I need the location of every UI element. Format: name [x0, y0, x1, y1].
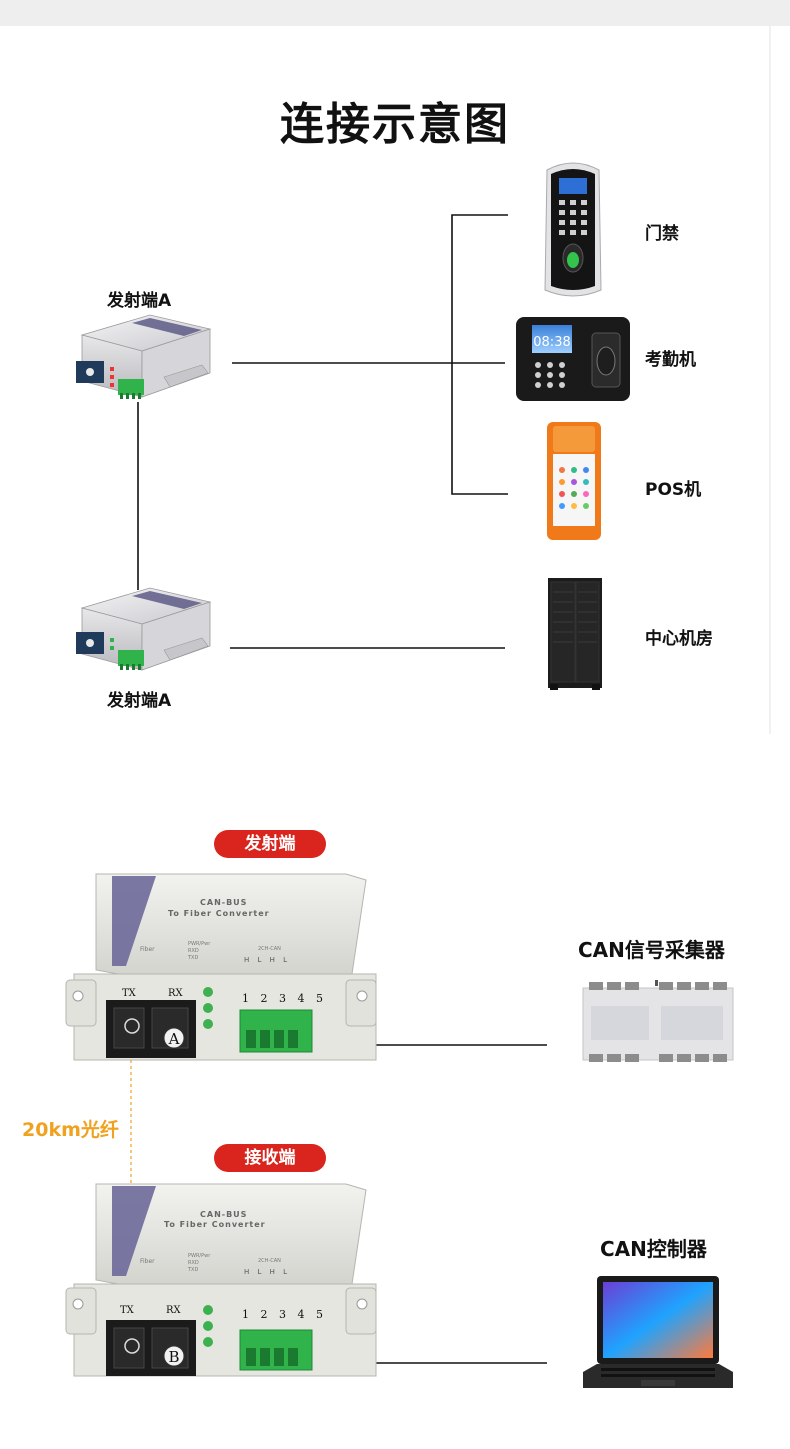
device-label-attendance: 考勤机	[645, 350, 696, 370]
sender-converter-title-line2: To Fiber Converter	[168, 909, 270, 918]
terminal-number: 4	[297, 1308, 309, 1321]
terminal-number: 2	[260, 992, 272, 1005]
led-label: RXD	[188, 948, 199, 954]
led-label: PWR/Pwr	[188, 941, 211, 947]
transmitter-top-label: 发射端A	[107, 291, 172, 311]
fiber-distance-label: 20km光纤	[22, 1119, 119, 1141]
terminal-number: 3	[279, 992, 290, 1005]
led-label: TXD	[188, 955, 199, 961]
terminal-number: 1	[242, 1308, 253, 1321]
terminal-number: 3	[279, 1308, 290, 1321]
terminal-number: 1	[242, 992, 253, 1005]
page-title: 连接示意图	[280, 99, 510, 150]
top-connection-lines	[137, 214, 508, 649]
device-label-pos: POS机	[645, 480, 702, 500]
sender-terminal-numbers: 1 2 3 4 5	[242, 992, 327, 1005]
terminal-number: 2	[260, 1308, 272, 1321]
led-label: TXD	[188, 1267, 199, 1273]
can-collector-label: CAN信号采集器	[578, 938, 725, 962]
sender-fiber-label: Fiber	[140, 946, 155, 953]
attendance-screen-time: 08:38	[533, 335, 570, 350]
receiver-can-header: 2CH-CAN	[258, 1258, 281, 1264]
laptop-controller-icon	[583, 1276, 733, 1388]
sender-badge: 发射端	[214, 830, 326, 858]
receiver-terminal-numbers: 1 2 3 4 5	[242, 1308, 327, 1321]
terminal-number: 5	[316, 1308, 327, 1321]
receiver-rx-label: RX	[166, 1305, 181, 1316]
can-fiber-converter-sender-icon: A	[65, 873, 377, 1061]
transmitter-device-bottom-icon	[76, 587, 212, 671]
port-b-label: B	[168, 1348, 179, 1366]
sender-converter-title-line1: CAN-BUS	[200, 898, 248, 907]
attendance-machine-icon: 08:38	[516, 317, 630, 401]
sender-rx-label: RX	[168, 988, 183, 999]
device-label-access-control: 门禁	[645, 224, 679, 244]
server-rack-icon	[548, 578, 602, 690]
receiver-converter-title-line2: To Fiber Converter	[164, 1220, 266, 1229]
receiver-led-labels: PWR/Pwr RXD TXD	[188, 1253, 210, 1274]
transmitter-device-top-icon	[76, 314, 212, 399]
device-label-server-room: 中心机房	[645, 629, 713, 649]
pos-terminal-icon	[547, 422, 601, 540]
receiver-tx-label: TX	[120, 1305, 134, 1316]
transmitter-bottom-label: 发射端A	[107, 691, 172, 711]
terminal-number: 5	[316, 992, 327, 1005]
sender-can-pins: H L H L	[244, 956, 291, 964]
fingerprint-access-terminal-icon	[544, 162, 602, 297]
led-label: RXD	[188, 1260, 199, 1266]
receiver-badge: 接收端	[214, 1144, 326, 1172]
receiver-fiber-label: Fiber	[140, 1258, 155, 1265]
sender-tx-label: TX	[122, 988, 136, 999]
receiver-converter-title-line1: CAN-BUS	[200, 1210, 248, 1219]
sender-can-header: 2CH-CAN	[258, 946, 281, 952]
sender-led-labels: PWR/Pwr RXD TXD	[188, 941, 210, 962]
receiver-can-pins: H L H L	[244, 1268, 291, 1276]
led-label: PWR/Pwr	[188, 1253, 211, 1259]
port-a-label: A	[168, 1030, 180, 1048]
top-strip	[0, 0, 790, 26]
can-signal-collector-icon	[582, 980, 734, 1062]
right-divider	[769, 26, 771, 734]
can-controller-label: CAN控制器	[600, 1237, 707, 1261]
can-fiber-converter-receiver-icon: B	[65, 1183, 377, 1377]
terminal-number: 4	[297, 992, 309, 1005]
